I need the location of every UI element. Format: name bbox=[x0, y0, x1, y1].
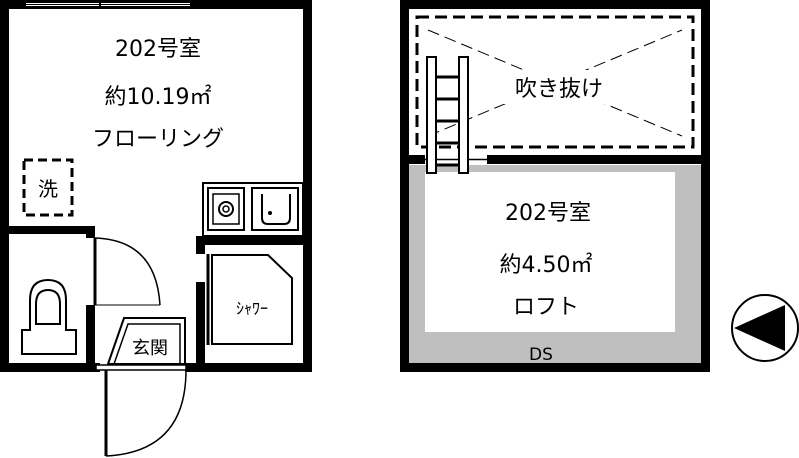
stove-icon bbox=[207, 187, 245, 231]
sink-icon bbox=[251, 187, 299, 231]
room-area: 約10.19㎡ bbox=[105, 84, 212, 110]
window bbox=[26, 0, 190, 9]
entrance: 玄関 bbox=[106, 317, 186, 365]
floor-1-plan: 洗 ｼｬﾜｰ 玄関 bbox=[0, 0, 312, 457]
washer-label: 洗 bbox=[38, 177, 58, 201]
loft-plan: 吹き抜け 202号室 約4.50㎡ ロフト DS bbox=[400, 0, 710, 372]
void-label: 吹き抜け bbox=[515, 77, 603, 102]
void-area: 吹き抜け bbox=[415, 15, 695, 149]
washer-space: 洗 bbox=[22, 158, 74, 217]
ladder-icon bbox=[426, 56, 469, 174]
loft-type: ロフト bbox=[513, 295, 579, 320]
entrance-label: 玄関 bbox=[132, 338, 168, 359]
toilet-icon bbox=[21, 278, 77, 355]
front-door bbox=[95, 364, 187, 457]
loft-room-name: 202号室 bbox=[505, 201, 591, 226]
loft-area: 約4.50㎡ bbox=[500, 252, 593, 278]
north-arrow-icon bbox=[731, 294, 799, 362]
shower-room: ｼｬﾜｰ bbox=[206, 254, 293, 345]
room-type: フローリング bbox=[92, 127, 224, 152]
door-swing bbox=[93, 237, 161, 306]
room-name: 202号室 bbox=[115, 37, 201, 62]
shower-label: ｼｬﾜｰ bbox=[236, 299, 268, 318]
kitchen bbox=[202, 182, 304, 237]
ds-label: DS bbox=[529, 345, 553, 365]
